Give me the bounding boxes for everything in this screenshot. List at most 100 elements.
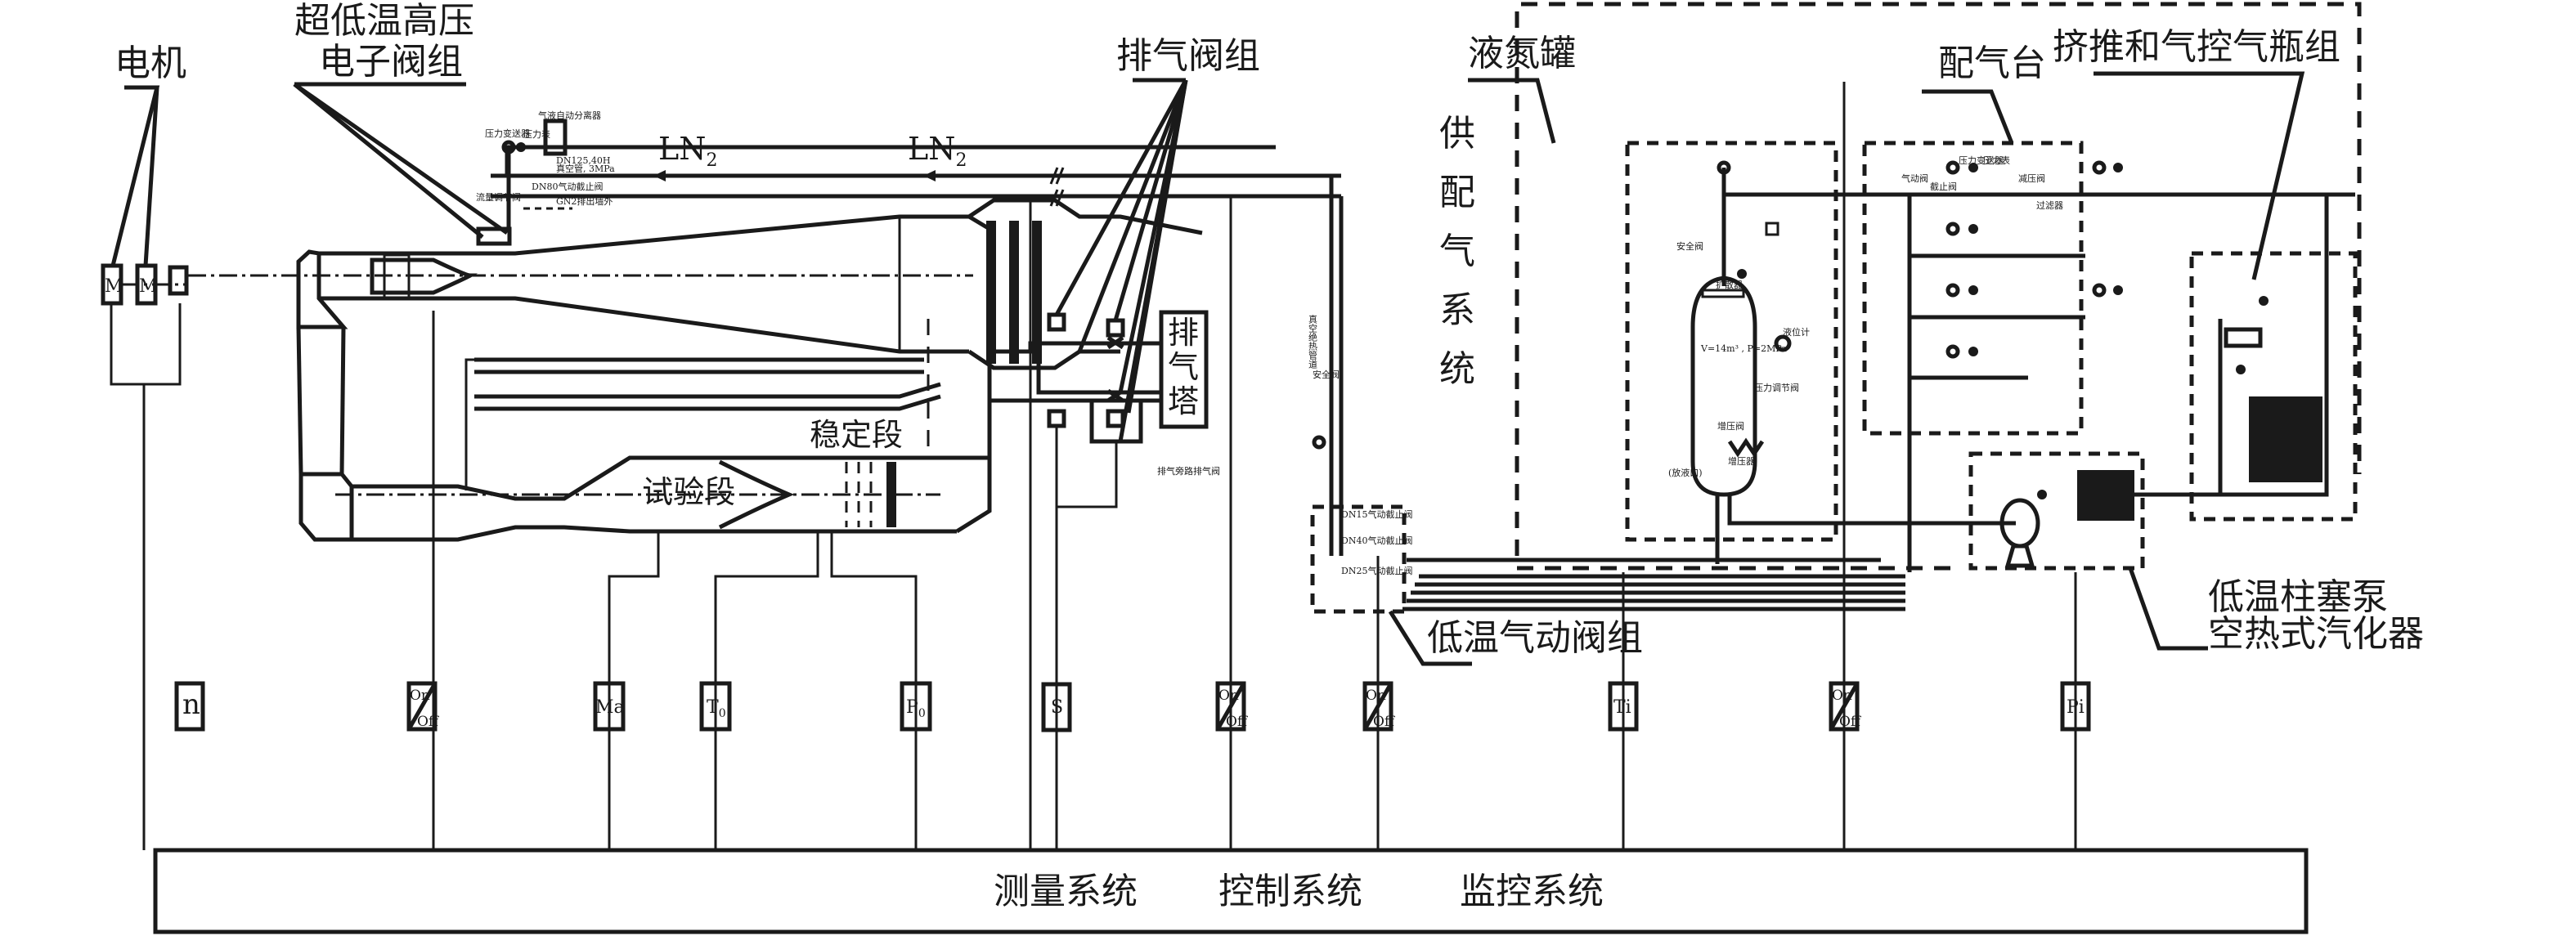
right-corner-frame (957, 214, 992, 460)
return-duct-2-bottom (474, 394, 941, 411)
gas-panel-stop-valve-label: 截止阀 (1930, 181, 1957, 192)
onoff-4-slash (1829, 682, 1860, 731)
motor-1-label: M (105, 276, 123, 297)
pneumatic-valve-callout: 低温气动阀组 (1427, 617, 1643, 659)
pressure-gauge-icon (516, 142, 526, 152)
monitoring-system-label: 监控系统 (1460, 871, 1604, 912)
exhaust-leader-6 (1118, 79, 1188, 442)
exhaust-butterfly-1 (1106, 335, 1124, 350)
signal-box-onoff-3: On Off (1362, 681, 1396, 732)
vent-muffler-box (1765, 222, 1779, 236)
pressurizing-valve-label: 增压阀 (1717, 420, 1744, 432)
signal-box-t0-frame (699, 681, 732, 732)
settling-chamber-label: 稳定段 (810, 417, 903, 453)
exhaust-inner (1036, 352, 1161, 395)
exhaust-tower-char-3: 塔 (1168, 383, 1199, 419)
pump-callout-line2: 空热式汽化器 (2208, 613, 2424, 655)
tank-spec-label: V=14m³ , P=2MPa (1700, 343, 1787, 354)
motor-callout: 电机 (114, 43, 186, 84)
signal-box-t0-label: T0 (707, 697, 726, 720)
gas-panel-leader (1922, 89, 2014, 144)
ln2-arrow-right (923, 170, 936, 181)
exhaust-valve-actuator-1 (1047, 312, 1066, 332)
onoff-2-on: On (1218, 687, 1239, 704)
test-section-cone (718, 459, 795, 530)
signal-box-n-label: n (182, 688, 200, 721)
onoff-4-on: On (1832, 687, 1852, 704)
onoff-1-off: Off (417, 714, 440, 730)
pressure-transmitter-label: 压力变送器 (485, 128, 530, 139)
lower-leg-top (352, 455, 957, 501)
onoff-2-slash (1215, 682, 1246, 731)
signal-box-s: S (1041, 682, 1072, 732)
vacuum-pipe-label: 真空绝热管道 (1308, 314, 1318, 369)
fan-bellows (383, 253, 411, 301)
pipe-spec-1: DN125,40H (556, 155, 611, 166)
ln2-tank-leader (1468, 78, 1556, 144)
signal-box-n-frame (174, 681, 205, 732)
ln2-lines: LN2 LN2 真空绝热管道 安全阀 (491, 131, 1344, 850)
signal-box-onoff-4-frame (1829, 681, 1860, 732)
signal-box-ti-frame (1608, 681, 1639, 732)
bottle-pressure-gauge-2 (2236, 365, 2246, 374)
gas-panel-callout: 配气台 (1938, 43, 2046, 84)
level-gauge-label: 液位计 (1783, 326, 1810, 338)
exhaust-drain (1055, 426, 1118, 508)
exhaust-valve-group-callout: 排气阀组 (1116, 35, 1260, 77)
gas-panel-gauge-12 (2113, 285, 2123, 295)
supply-system-char-5: 统 (1439, 348, 1475, 390)
supply-system: 供 配 气 系 统 液氮罐 V=14m³ , P=2MPa 扩散器 增压器 增压… (1439, 2, 2424, 850)
pressure-gauge-label: 压力表 (523, 128, 550, 140)
signal-box-ma: Ma (593, 681, 626, 732)
p0-line (830, 531, 918, 850)
ln2-arrow-left (653, 170, 666, 181)
bypass-loop (1089, 401, 1143, 444)
diffuser-icon (1701, 289, 1745, 298)
upper-leg-bottom (319, 296, 969, 354)
exhaust-leader-2 (1077, 79, 1188, 352)
gas-panel-gauge-7 (1945, 344, 1960, 359)
signal-box-p0: P0 (900, 681, 932, 732)
gas-panel-gauge-8 (1968, 347, 1978, 356)
signal-box-pi-label: Pi (2067, 697, 2085, 718)
signal-box-s-frame (1041, 682, 1072, 732)
exhaust-bypass-label: 排气旁路排气阀 (1157, 465, 1220, 477)
signal-box-onoff-1: On Off (406, 681, 440, 732)
exhaust-pipe-top (990, 341, 1161, 354)
tank-outlet-to-pump (1727, 495, 2016, 526)
signal-box-s-label: S (1051, 697, 1063, 718)
motor-frame (110, 303, 182, 386)
return-duct-2-top (474, 382, 941, 399)
control-bottle-pair (2224, 327, 2263, 348)
onoff-4-off: Off (1839, 714, 1862, 730)
left-leg-outer (296, 326, 303, 475)
gas-panel-gauge-11 (2092, 283, 2107, 298)
exhaust-tower-char-1: 排 (1168, 315, 1199, 351)
gas-panel-gauge-5 (1945, 283, 1960, 298)
signal-box-ma-label: Ma (595, 697, 625, 718)
pump-leader (2128, 567, 2208, 651)
bottle-pressure-gauge-1 (2259, 296, 2269, 306)
pressurizer-coil (1727, 437, 1765, 458)
valve-group-callout-line1: 超低温高压 (294, 0, 474, 42)
coupling (168, 265, 189, 296)
gas-bottle-leader (2094, 71, 2305, 280)
gas-panel-gauge-3 (1945, 222, 1960, 236)
exhaust-leader-3 (1113, 79, 1188, 321)
signal-box-n: n (174, 681, 205, 732)
gas-panel-gauge-4 (1968, 224, 1978, 234)
pump-vaporizer-box (1968, 451, 2145, 571)
break-mark-4 (1055, 189, 1065, 207)
supply-system-char-3: 气 (1439, 231, 1475, 272)
wind-tunnel: 稳定段 试验段 (188, 198, 1203, 542)
pneumatic-valve-leader (1388, 610, 1472, 666)
signal-boxes: n On Off Ma T0 P0 S On Off (174, 681, 2091, 732)
tank-pressure-gauge-icon (1737, 269, 1747, 279)
valve-leader-2 (293, 82, 509, 235)
sensor-lines (432, 311, 918, 850)
signal-box-onoff-2: On Off (1215, 681, 1249, 732)
t0-line (714, 531, 819, 850)
exhaust-system: 排 气 塔 排气旁路排气阀 排气阀组 (990, 35, 1260, 850)
signal-box-pi: Pi (2060, 681, 2091, 732)
